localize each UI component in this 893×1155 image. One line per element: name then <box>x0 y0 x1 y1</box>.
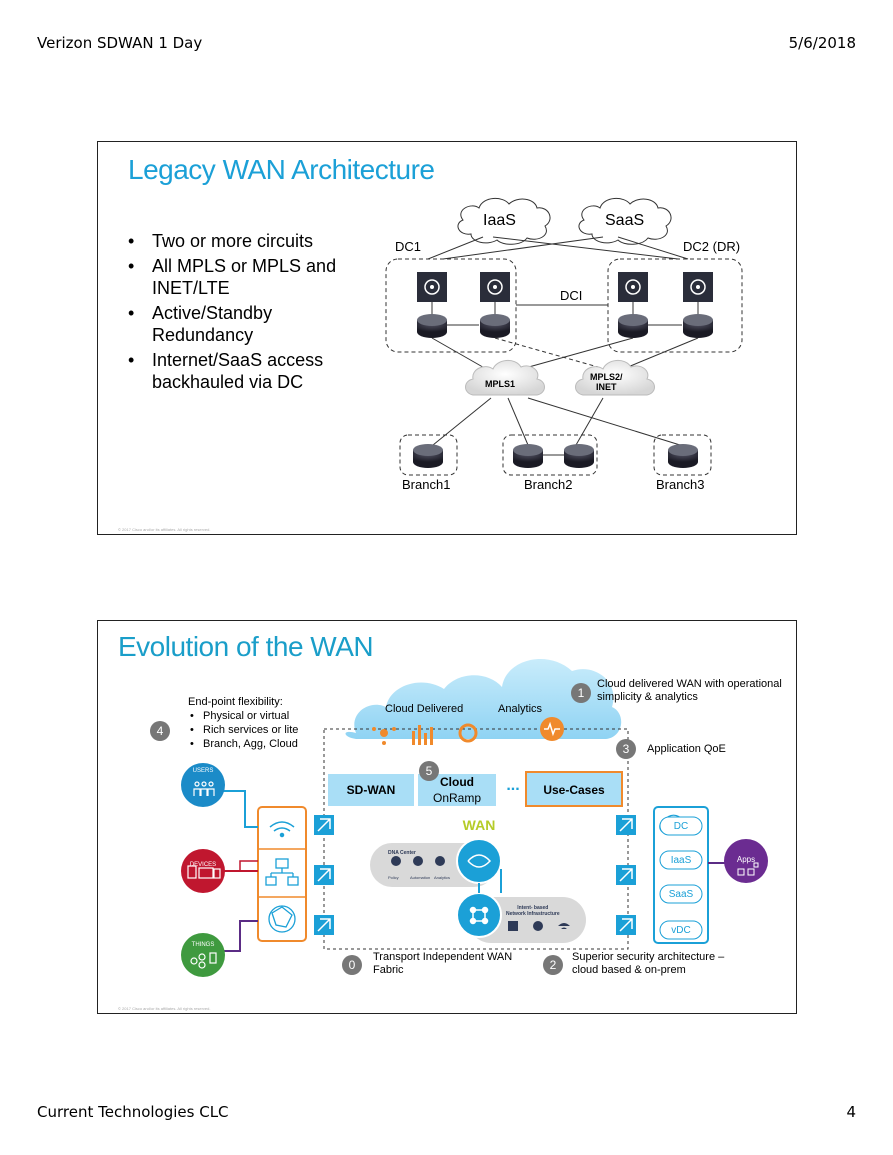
mpls1-cloud-icon <box>465 360 545 396</box>
branch3-label: Branch3 <box>656 477 705 492</box>
step-1-badge: 1 <box>571 683 591 703</box>
dna-center-icon <box>456 838 502 884</box>
cloud-delivered-label: Cloud Delivered <box>385 703 464 715</box>
page-number: 4 <box>846 1103 856 1121</box>
wifi-icon <box>269 821 295 838</box>
step-1-text: Cloud delivered WAN with operational sim… <box>597 678 782 703</box>
intent-network-icon <box>456 892 502 938</box>
branch1-label: Branch1 <box>402 477 451 492</box>
branch2-label: Branch2 <box>524 477 573 492</box>
slide-title: Legacy WAN Architecture <box>128 154 435 185</box>
ellipsis: ... <box>506 777 520 794</box>
router-icon <box>413 444 443 468</box>
switch-network-icon <box>265 858 299 886</box>
dest-dc: DC <box>673 821 689 832</box>
slide-title: Evolution of the WAN <box>118 631 374 662</box>
switch-icon <box>618 272 648 302</box>
step-5-badge: 5 <box>419 761 439 781</box>
iaas-label: IaaS <box>483 212 516 229</box>
step-3-badge: 3 <box>616 739 636 759</box>
iaas-cloud-icon <box>457 198 551 245</box>
step-0-badge: 0 <box>342 955 362 975</box>
use-cases-box: Use-Cases <box>543 783 605 797</box>
endpoint-item: • Rich services or lite <box>190 724 299 736</box>
page-footer-left: Current Technologies CLC <box>37 1103 229 1121</box>
devices-label: DEVICES <box>189 862 217 868</box>
dna-item: Analytics <box>434 875 451 880</box>
switch-icon <box>480 272 510 302</box>
dna-center-label: DNA Center <box>388 850 416 856</box>
router-icon <box>417 314 447 338</box>
copyright: © 2017 Cisco and/or its affiliates. All … <box>118 527 211 532</box>
apps-icon <box>724 839 768 883</box>
dest-vdc: vDC <box>671 925 691 936</box>
dci-label: DCI <box>560 288 583 303</box>
router-icon <box>480 314 510 338</box>
things-icon <box>181 933 225 977</box>
bullet-list: Two or more circuits All MPLS or MPLS an… <box>128 230 358 396</box>
router-icon <box>618 314 648 338</box>
analytics-label: Analytics <box>498 703 543 715</box>
dc1-label: DC1 <box>395 239 422 254</box>
cloud-onramp-title: Cloud <box>440 775 474 789</box>
wan-edge-icon <box>314 815 636 935</box>
mpls2-cloud-icon <box>575 360 655 396</box>
router-icon <box>513 444 543 468</box>
endpoint-item: • Physical or virtual <box>190 710 290 722</box>
step-3-text: Application QoE <box>647 743 726 755</box>
cloud-delivered-icons <box>372 723 478 745</box>
things-label: THINGS <box>191 942 215 948</box>
dna-item: Automation <box>410 875 431 880</box>
saas-cloud-icon <box>578 198 672 245</box>
router-icon <box>564 444 594 468</box>
saas-label: SaaS <box>605 212 645 229</box>
step-0-text: Transport Independent WAN Fabric <box>373 951 513 976</box>
globe-network-icon <box>268 905 296 933</box>
legacy-wan-diagram <box>385 198 743 476</box>
step-4-badge: 4 <box>150 721 170 741</box>
page-header-date: 5/6/2018 <box>788 34 856 52</box>
mpls1-label: MPLS1 <box>485 379 516 389</box>
apps-label: Apps <box>736 855 756 864</box>
router-icon <box>668 444 698 468</box>
bullet-item: Two or more circuits <box>128 230 358 252</box>
step-2-text: Superior security architecture – cloud b… <box>572 951 725 976</box>
sdwan-box: SD-WAN <box>346 783 396 797</box>
dna-feature-icons <box>391 856 570 931</box>
slide-legacy-wan: Legacy WAN Architecture Two or more circ… <box>97 141 797 535</box>
router-icon <box>683 314 713 338</box>
page-header-left: Verizon SDWAN 1 Day <box>37 34 203 52</box>
step-2-badge: 2 <box>543 955 563 975</box>
dc2-label: DC2 (DR) <box>683 239 741 254</box>
bullet-item: Internet/SaaS access backhauled via DC <box>128 349 358 393</box>
users-label: USERS <box>192 768 214 774</box>
mpls2-label: MPLS2/ INET <box>590 372 623 392</box>
intent-based-label: Intent- based Network Infrastructure <box>506 905 560 917</box>
evolution-wan-diagram <box>181 659 768 977</box>
switch-icon <box>683 272 713 302</box>
dna-item: Policy <box>388 875 399 880</box>
slide-evolution-wan: Evolution of the WAN <box>97 620 797 1014</box>
dest-iaas: IaaS <box>670 855 692 866</box>
bullet-item: Active/Standby Redundancy <box>128 302 358 346</box>
dest-saas: SaaS <box>668 889 694 900</box>
endpoint-item: • Branch, Agg, Cloud <box>190 738 298 750</box>
devices-icon <box>181 849 225 893</box>
wan-label: WAN <box>462 817 496 833</box>
switch-icon <box>417 272 447 302</box>
endpoint-heading: End-point flexibility: <box>188 696 283 708</box>
cloud-onramp-subtitle: OnRamp <box>432 791 482 805</box>
bullet-item: All MPLS or MPLS and INET/LTE <box>128 255 358 299</box>
copyright: © 2017 Cisco and/or its affiliates. All … <box>118 1006 211 1011</box>
